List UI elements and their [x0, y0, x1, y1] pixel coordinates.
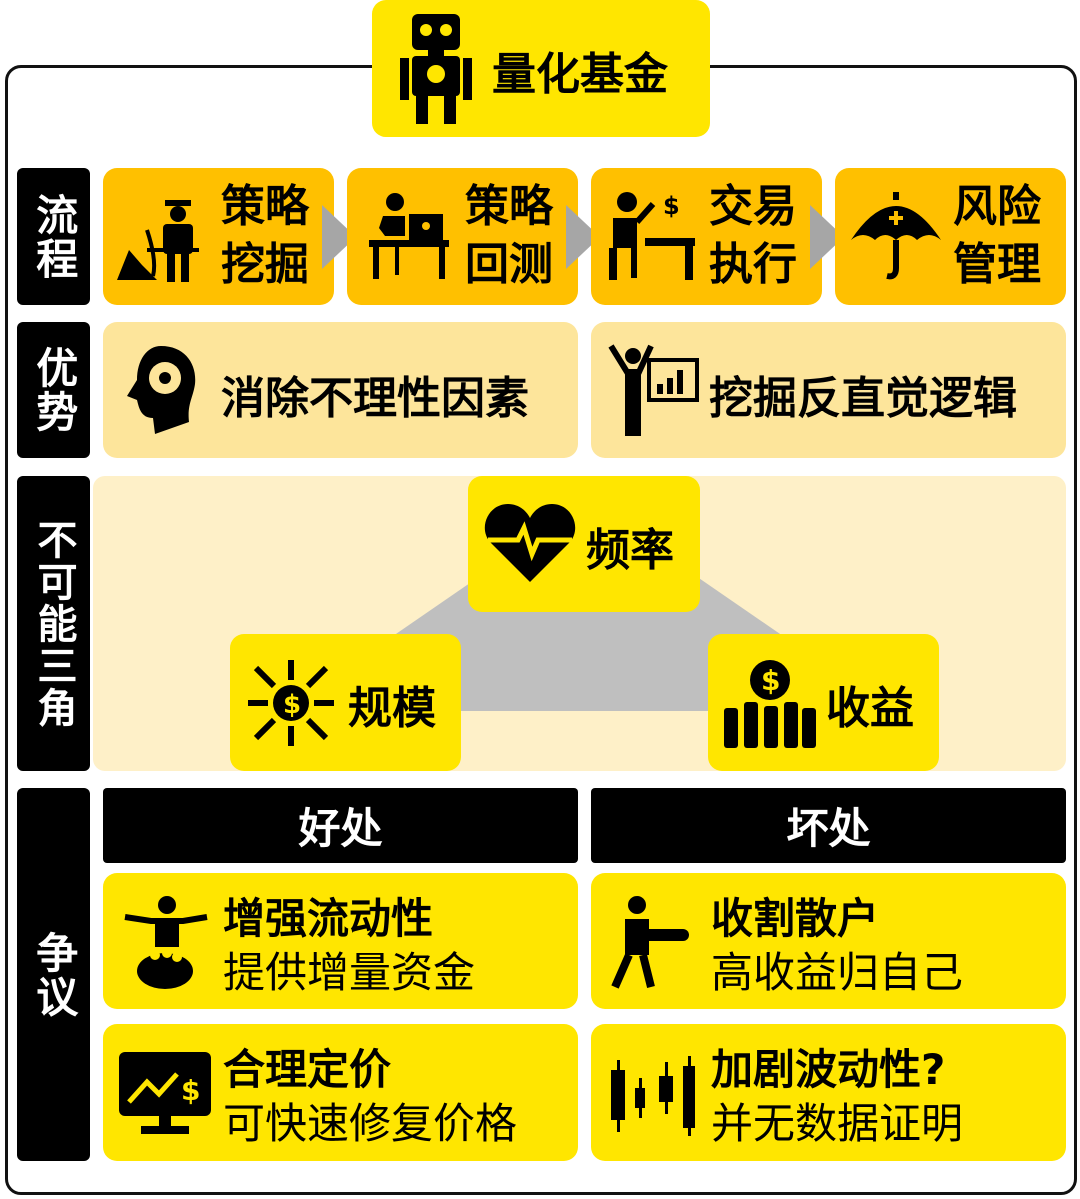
trader-icon: $ [609, 192, 695, 280]
row-label-process: 流程 [17, 168, 90, 305]
triangle-label: 规模 [348, 683, 436, 734]
pro-title: 增强流动性 [223, 894, 434, 943]
presenter-chart-icon [608, 344, 699, 436]
row-label-advantage: 优势 [17, 322, 90, 458]
svg-text:$: $ [761, 664, 780, 697]
triangle-frequency: 频率 [468, 476, 700, 612]
desk-worker-icon [369, 193, 449, 279]
title-box: 量化基金 [372, 0, 710, 137]
triangle-scale: $ 规模 [230, 634, 461, 771]
money-expand-icon: $ [248, 660, 334, 746]
cons-header: 坏处 [591, 788, 1066, 863]
robot-icon [400, 14, 472, 124]
candlestick-icon [611, 1056, 695, 1136]
advantage-label: 消除不理性因素 [221, 373, 529, 424]
triangle-return: $ 收益 [708, 634, 939, 771]
title-text: 量化基金 [492, 49, 668, 100]
con-volatility: 加剧波动性? 并无数据证明 [591, 1024, 1066, 1161]
chainsaw-person-icon [611, 896, 689, 989]
advantage-irrational: 消除不理性因素 [103, 322, 578, 458]
triangle-label: 频率 [586, 525, 674, 576]
process-step-backtest: 策略回测 [347, 168, 578, 305]
con-desc: 并无数据证明 [711, 1099, 964, 1148]
pro-desc: 可快速修复价格 [223, 1099, 518, 1148]
con-title: 收割散户 [711, 894, 880, 943]
advantage-counterintuitive: 挖掘反直觉逻辑 [591, 322, 1066, 458]
pro-title: 合理定价 [223, 1045, 392, 1094]
advantage-label: 挖掘反直觉逻辑 [709, 373, 1017, 424]
con-harvest: 收割散户 高收益归自己 [591, 873, 1066, 1009]
miner-icon [117, 200, 199, 282]
pro-pricing: $ 合理定价 可快速修复价格 [103, 1024, 578, 1161]
pro-desc: 提供增量资金 [223, 948, 476, 997]
row-label-dispute: 争议 [17, 788, 90, 1161]
con-title: 加剧波动性? [711, 1045, 946, 1094]
umbrella-icon [851, 192, 941, 280]
svg-text:$: $ [663, 192, 680, 220]
process-step-mining: 策略挖掘 [103, 168, 334, 305]
process-step-execution: $ 交易执行 [591, 168, 822, 305]
money-bars-icon: $ [724, 660, 816, 748]
row-label-triangle: 不可能三角 [17, 476, 90, 771]
heartbeat-icon [484, 504, 576, 582]
pros-header: 好处 [103, 788, 578, 863]
process-step-risk: 风险管理 [835, 168, 1066, 305]
triangle-label: 收益 [826, 683, 914, 734]
process-label: 交易执行 [709, 181, 797, 290]
process-label: 策略回测 [465, 181, 553, 290]
svg-text:$: $ [283, 690, 301, 720]
con-desc: 高收益归自己 [711, 948, 964, 997]
money-pot-person-icon [124, 896, 208, 989]
process-label: 风险管理 [953, 181, 1041, 290]
svg-text:$: $ [181, 1074, 200, 1107]
pro-liquidity: 增强流动性 提供增量资金 [103, 873, 578, 1009]
process-label: 策略挖掘 [221, 181, 309, 290]
head-gear-icon [127, 346, 196, 434]
monitor-chart-icon: $ [119, 1052, 211, 1134]
